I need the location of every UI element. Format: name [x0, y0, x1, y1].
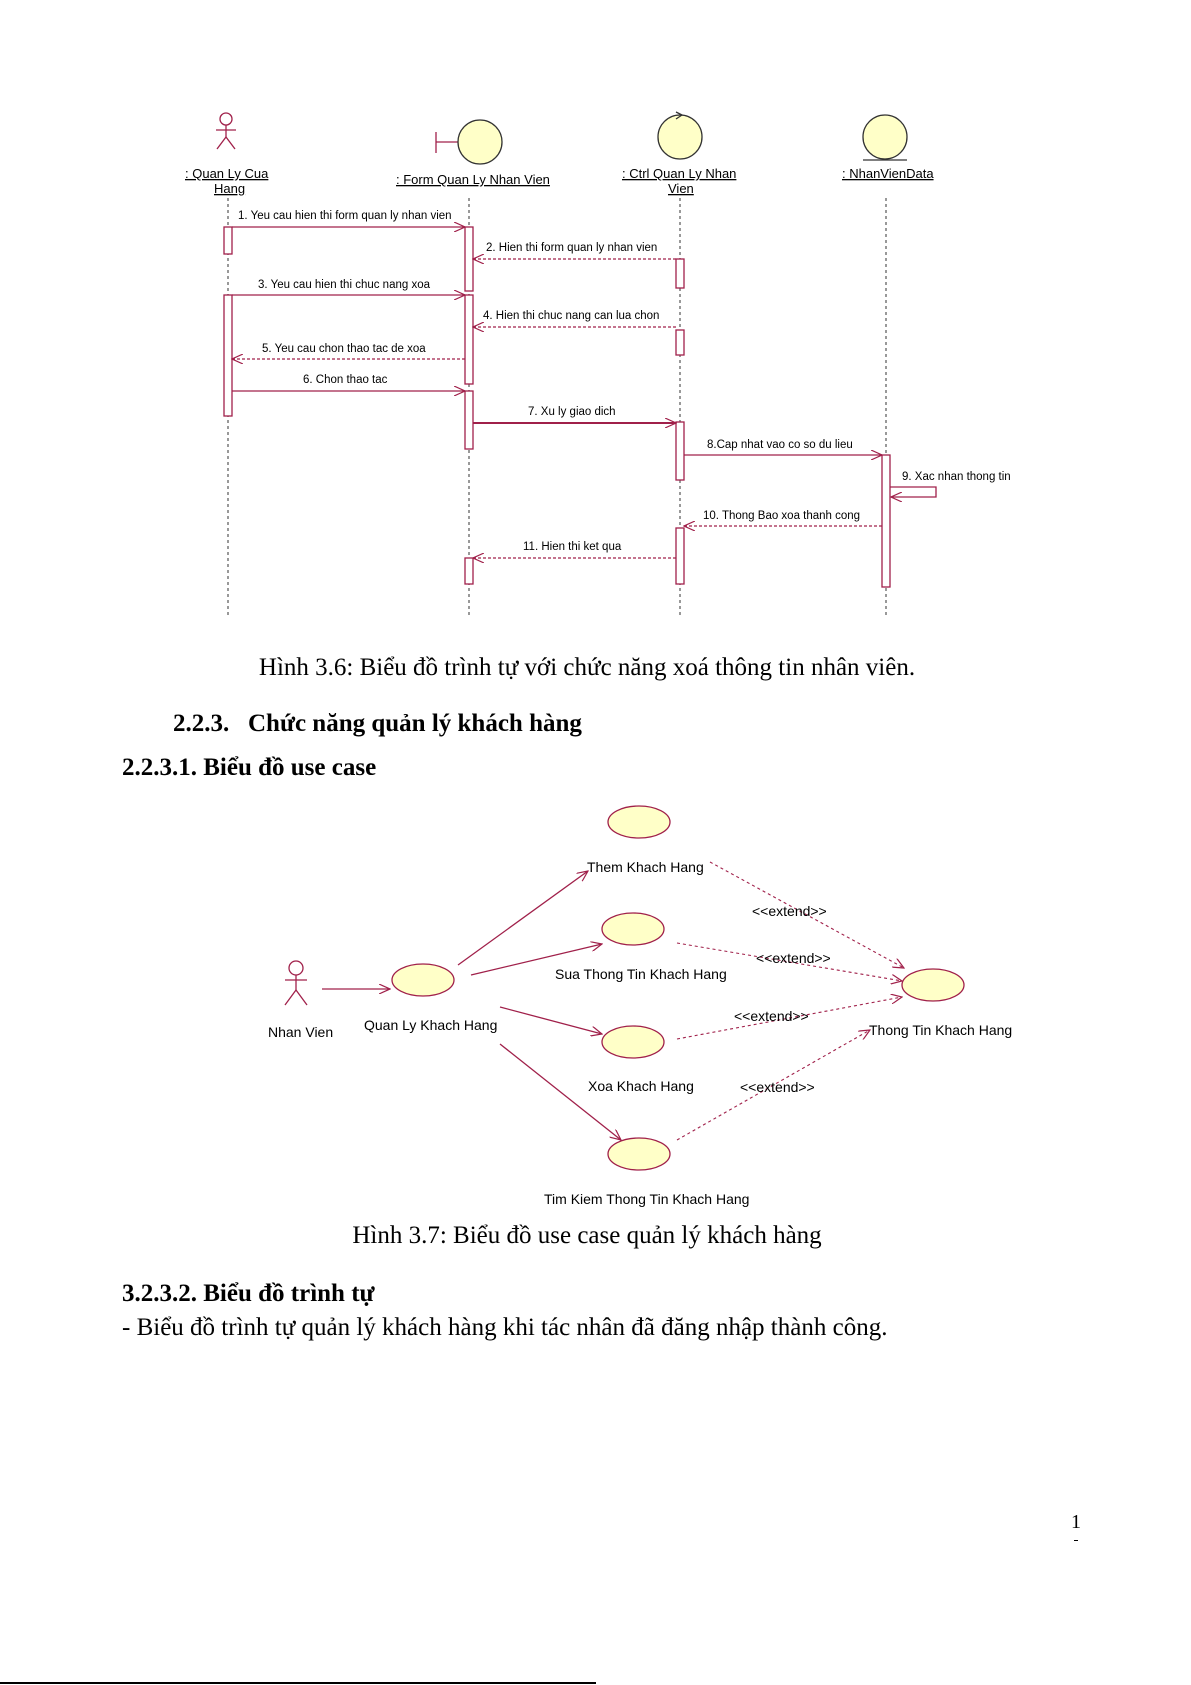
lifeline-label-ctrl: : Ctrl Quan Ly Nhan [622, 166, 736, 181]
page-number: 1 [1071, 1511, 1081, 1533]
message-label: 4. Hien thi chuc nang can lua chon [483, 310, 659, 322]
message-label: 9. Xac nhan thong tin [902, 471, 1011, 483]
usecase-thongtin-ellipse [901, 968, 965, 1002]
usecase-xoa-ellipse [601, 1025, 665, 1059]
section-heading-2-2-3-1: 2.2.3.1. Biểu đồ use case [122, 754, 377, 781]
extend-label: <<extend>> [740, 1079, 815, 1095]
message-label: 10. Thong Bao xoa thanh cong [703, 510, 860, 522]
lifeline-label-actor-2: Hang [214, 181, 245, 196]
usecase-main-label: Quan Ly Khach Hang [364, 1017, 497, 1033]
control-icon [657, 111, 703, 160]
extend-label: <<extend>> [752, 903, 827, 919]
heading-title: Chức năng quản lý khách hàng [248, 710, 582, 737]
message-label: 11. Hien thi ket qua [523, 541, 622, 553]
message-label: 5. Yeu cau chon thao tac de xoa [262, 343, 426, 355]
usecase-tim-ellipse [607, 1137, 671, 1171]
section-heading-3-2-3-2: 3.2.3.2. Biểu đồ trình tự [122, 1280, 375, 1307]
lifeline-label-data: : NhanVienData [842, 166, 934, 181]
usecase-main-ellipse [391, 963, 455, 997]
figure-caption-3-7: Hình 3.7: Biểu đồ use case quản lý khách… [352, 1222, 822, 1249]
lifeline-label-actor: : Quan Ly Cua [185, 166, 269, 181]
figure-caption-3-6: Hình 3.6: Biểu đồ trình tự với chức năng… [258, 654, 916, 681]
sequence-diagram: : Quan Ly Cua Hang : Form Quan Ly Nhan V… [185, 111, 1011, 618]
actor-icon [216, 112, 236, 150]
message-label: 1. Yeu cau hien thi form quan ly nhan vi… [238, 210, 452, 222]
usecase-them-ellipse [607, 805, 671, 839]
usecase-xoa-label: Xoa Khach Hang [588, 1078, 694, 1094]
message-label: 8.Cap nhat vao co so du lieu [707, 439, 853, 451]
section-heading-2-2-3: 2.2.3. Chức năng quản lý khách hàng [173, 710, 582, 738]
extend-label: <<extend>> [756, 950, 831, 966]
usecase-thongtin-label: Thong Tin Khach Hang [869, 1022, 1012, 1038]
heading-number: 2.2.3. [173, 710, 230, 737]
page-bottom-rule [0, 1682, 596, 1684]
activation-bars [223, 226, 891, 588]
paragraph: - Biểu đồ trình tự quản lý khách hàng kh… [122, 1314, 888, 1341]
usecase-sua-ellipse [601, 912, 665, 946]
extend-label: <<extend>> [734, 1008, 809, 1024]
lifeline-label-form: : Form Quan Ly Nhan Vien [396, 172, 550, 187]
boundary-icon [435, 119, 503, 165]
usecase-sua-label: Sua Thong Tin Khach Hang [555, 966, 727, 982]
message-label: 3. Yeu cau hien thi chuc nang xoa [258, 279, 431, 291]
lifeline-label-ctrl-2: Vien [668, 181, 694, 196]
actor-label: Nhan Vien [268, 1024, 333, 1040]
entity-icon [862, 114, 908, 161]
page-number-mark [1074, 1540, 1078, 1541]
message-label: 2. Hien thi form quan ly nhan vien [486, 242, 657, 254]
usecase-them-label: Them Khach Hang [587, 859, 704, 875]
message-label: 6. Chon thao tac [303, 374, 388, 386]
message-label: 7. Xu ly giao dich [528, 406, 616, 418]
actor-icon [284, 960, 308, 1006]
usecase-tim-label: Tim Kiem Thong Tin Khach Hang [544, 1191, 749, 1207]
